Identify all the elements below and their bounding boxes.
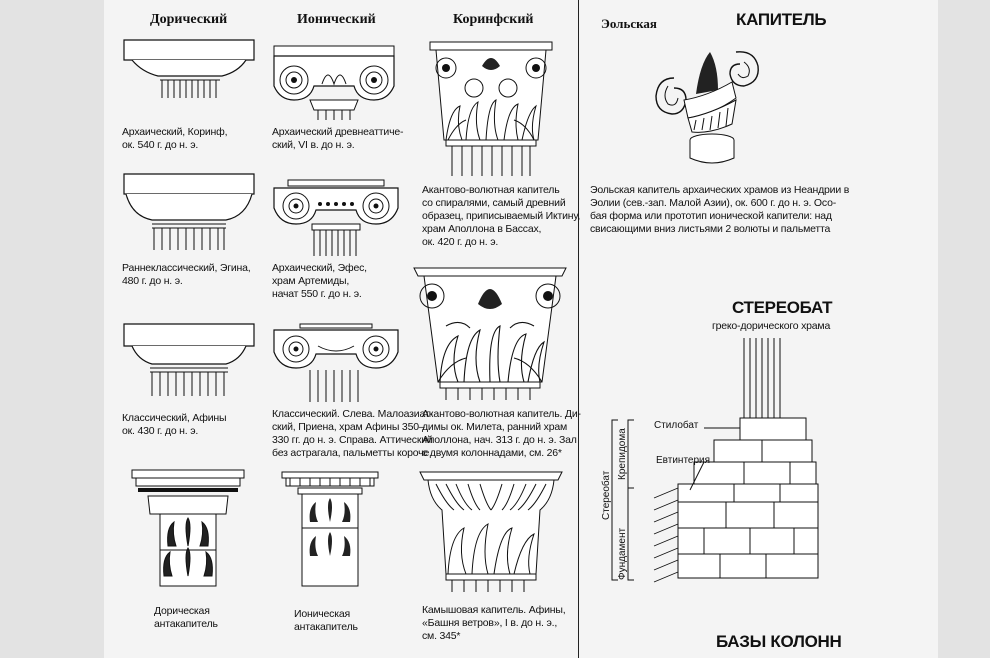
ionic-capital-drawing — [270, 322, 402, 404]
label-stereobate: Стереобат — [601, 470, 612, 520]
label-krepidoma: Крепидома — [617, 428, 628, 480]
doric-capital-drawing — [122, 38, 257, 106]
capital-title: КАПИТЕЛЬ — [736, 10, 827, 29]
label-foundation: Фундамент — [617, 527, 628, 580]
stereobate-subtitle: греко-дорического храма — [712, 320, 831, 332]
doric-capital-drawing — [122, 172, 257, 254]
ionic-caption-3: Классический. Слева. Малоазиат-ский, При… — [272, 408, 433, 459]
doric-caption-2: Раннеклассический, Эгина,480 г. до н. э. — [122, 262, 251, 287]
corinthian-capital-drawing — [410, 266, 570, 402]
column-bases-title: БАЗЫ КОЛОНН — [716, 632, 842, 651]
ionic-capital-drawing — [268, 178, 404, 258]
corinthian-heading: Коринфский — [453, 12, 534, 27]
column-divider — [578, 0, 579, 658]
aeolic-caption: Эольская капитель архаических храмов из … — [590, 184, 850, 235]
aeolic-heading: Эольская — [601, 16, 657, 31]
doric-heading: Дорический — [150, 12, 228, 27]
stereobate-title: СТЕРЕОБАТ — [732, 298, 833, 317]
doric-anta-capital-drawing — [128, 466, 248, 590]
label-euthynteria: Евтинтерия — [656, 455, 711, 466]
ionic-caption-1: Архаический древнеаттиче-ский, VI в. до … — [272, 126, 404, 151]
ionic-anta-capital-drawing — [280, 468, 380, 590]
label-stylobate: Стилобат — [654, 420, 699, 431]
doric-capital-drawing — [122, 322, 257, 400]
ionic-capital-drawing — [270, 44, 398, 122]
aeolic-capital-drawing — [648, 38, 768, 168]
corinthian-capital-drawing — [426, 40, 556, 180]
stereobate-diagram — [594, 338, 824, 584]
ionic-caption-2: Архаический, Эфес,храм Артемиды,начат 55… — [272, 262, 367, 300]
book-page: Дорический Ионический Коринфский Эольска… — [104, 0, 938, 658]
doric-caption-1: Архаический, Коринф,ок. 540 г. до н. э. — [122, 126, 228, 151]
corinthian-capital-drawing — [416, 470, 566, 594]
corinthian-caption-2: Акантово-волютная капитель. Ди-димы ок. … — [422, 408, 581, 459]
ionic-heading: Ионический — [297, 12, 376, 27]
corinthian-caption-3: Камышовая капитель. Афины,«Башня ветров»… — [422, 604, 566, 642]
